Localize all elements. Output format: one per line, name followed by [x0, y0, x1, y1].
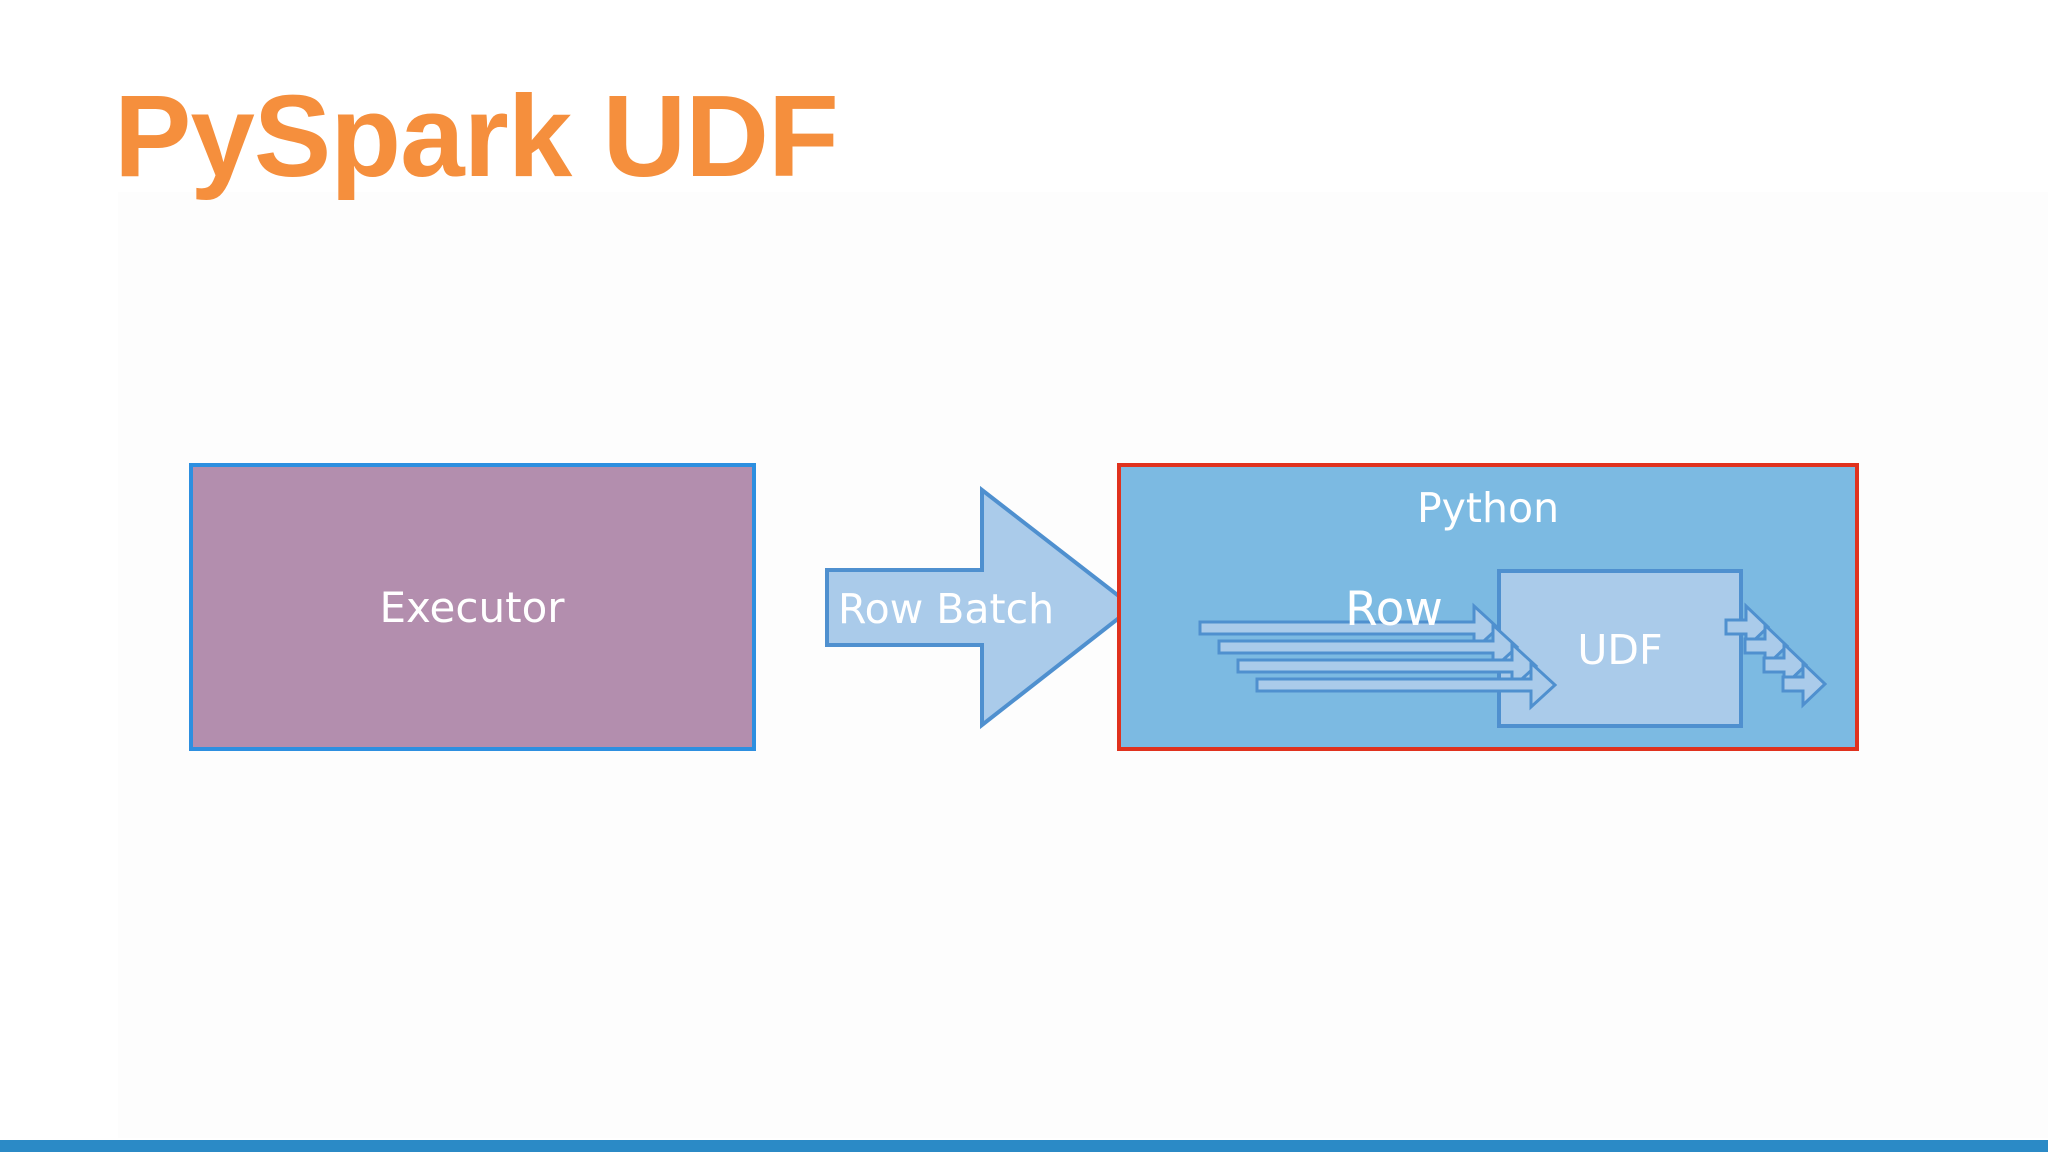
row-label: Row	[1345, 582, 1443, 637]
output-row-arrows	[1724, 602, 1828, 709]
input-row-arrows	[1198, 602, 1558, 711]
output-arrow	[1781, 659, 1828, 709]
row-arrow	[1255, 659, 1558, 711]
row-arrow	[1198, 602, 1501, 654]
executor-box: Executor	[189, 463, 756, 751]
slide-title: PySpark UDF	[114, 71, 839, 201]
bottom-accent-bar	[0, 1140, 2048, 1152]
udf-box: UDF	[1497, 569, 1743, 728]
row-batch-label: Row Batch	[838, 585, 1054, 633]
row-arrow	[1217, 621, 1520, 673]
executor-label: Executor	[379, 583, 565, 632]
udf-label: UDF	[1577, 626, 1662, 674]
python-label: Python	[1417, 484, 1559, 532]
row-batch-arrow: Row Batch	[825, 485, 1137, 730]
row-arrow	[1236, 640, 1539, 692]
